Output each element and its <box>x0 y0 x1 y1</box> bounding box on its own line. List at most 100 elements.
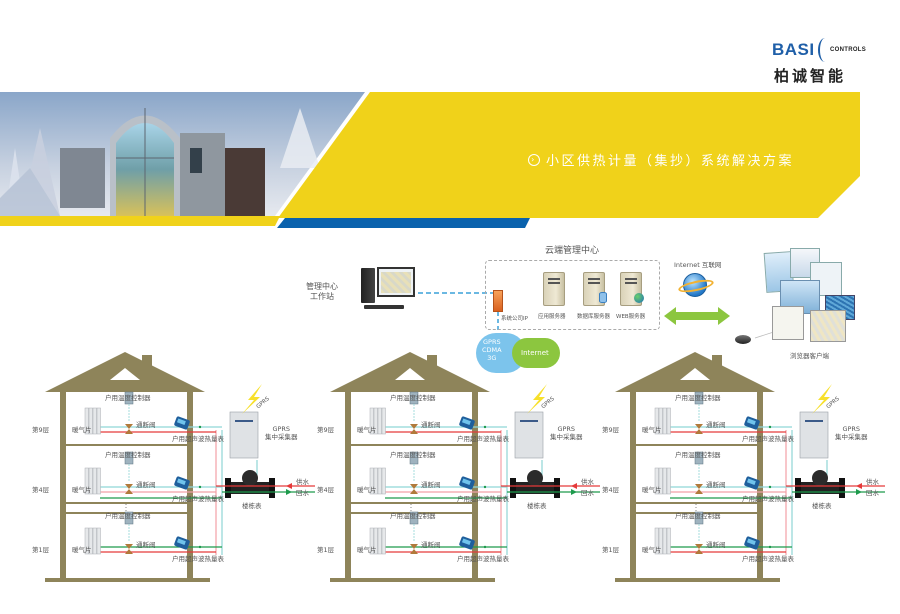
collector-label-line2: 集中采集器 <box>550 433 583 442</box>
building-meter-label: 楼栋表 <box>527 502 547 510</box>
heat-meter-label: 户用超声波热量表 <box>457 555 509 563</box>
internet-cloud <box>512 338 560 368</box>
internet-label: Internet 互联网 <box>674 261 722 269</box>
chimney <box>142 355 152 373</box>
on-off-valve-icon <box>125 424 133 434</box>
banner-graphic <box>0 92 860 228</box>
heat-meter-icon <box>744 536 760 550</box>
banner-yellow-stripe-left <box>0 216 280 226</box>
flow-arrow-icon <box>571 483 577 489</box>
heat-meter-icon <box>174 536 190 550</box>
floor-1-pipes <box>84 391 222 435</box>
flow-arrow-icon <box>856 483 862 489</box>
chevron-right-circle-icon: › <box>528 153 540 166</box>
collector-label-line2: 集中采集器 <box>265 433 298 442</box>
valve-label: 通断阀 <box>136 541 156 549</box>
cloud-data-center-box <box>485 260 660 330</box>
floor-label: 第1层 <box>317 546 335 554</box>
heat-meter-label: 户用超声波热量表 <box>172 495 224 503</box>
building-meter-label: 楼栋表 <box>242 502 262 510</box>
browser-client-label: 浏览器客户端 <box>790 352 829 360</box>
floor-3-pipes <box>84 511 222 555</box>
database-icon <box>599 292 607 303</box>
flow-arrow-icon <box>286 483 292 489</box>
temperature-controller-label: 户用温度控制器 <box>390 394 436 402</box>
building-heat-meter-icon <box>510 470 560 498</box>
radiator-icon <box>369 527 386 555</box>
radiator-icon <box>654 527 671 555</box>
floor-divider <box>351 444 472 446</box>
radiator-label: 暖气片 <box>642 486 662 494</box>
radiator-label: 暖气片 <box>642 426 662 434</box>
snowy-trees <box>0 108 320 216</box>
valve-label: 通断阀 <box>706 481 726 489</box>
flow-arrow-icon <box>856 489 862 495</box>
gprs-collector-cabinet-icon <box>229 411 259 459</box>
radiator-icon <box>369 467 386 495</box>
cloud-cdma-label: CDMA <box>482 346 502 355</box>
supply-water-label: 供水 <box>866 478 879 486</box>
cloud-gprs-label: GPRS <box>483 338 501 346</box>
floor-divider <box>66 502 187 504</box>
chimney <box>427 355 437 373</box>
valve-label: 通断阀 <box>136 421 156 429</box>
radiator-label: 暖气片 <box>357 486 377 494</box>
database-server-icon <box>583 272 607 306</box>
banner-blue-stripe <box>277 218 530 228</box>
heat-meter-icon <box>174 476 190 490</box>
logo-brand-text: BASI <box>772 40 815 59</box>
flow-arrow-icon <box>571 489 577 495</box>
on-off-valve-icon <box>125 544 133 554</box>
floor-label: 第4层 <box>317 486 335 494</box>
radiator-label: 暖气片 <box>642 546 662 554</box>
wireless-signal-lightning-icon <box>812 384 832 414</box>
radiator-label: 暖气片 <box>72 486 92 494</box>
valve-label: 通断阀 <box>136 481 156 489</box>
heat-meter-label: 户用超声波热量表 <box>742 435 794 443</box>
temperature-controller-label: 户用温度控制器 <box>105 512 151 520</box>
radiator-icon <box>84 407 101 435</box>
collector-label-line1: GPRS <box>557 425 576 433</box>
on-off-valve-icon <box>410 544 418 554</box>
on-off-valve-icon <box>695 424 703 434</box>
gprs-collector-cabinet-icon <box>799 411 829 459</box>
house-outline <box>330 352 495 582</box>
on-off-valve-icon <box>125 484 133 494</box>
ground <box>330 578 495 582</box>
mobile-network-labels: GPRS CDMA 3G <box>482 338 502 362</box>
collector-label-line2: 集中采集器 <box>835 433 868 442</box>
workstation-label-line2: 工作站 <box>310 292 334 302</box>
wall-left <box>630 392 636 580</box>
wireless-signal-lightning-icon <box>527 384 547 414</box>
radiator-label: 暖气片 <box>357 426 377 434</box>
return-water-label: 回水 <box>296 489 309 497</box>
globe-icon <box>634 293 644 303</box>
header-banner: › 小区供热计量（集抄）系统解决方案 <box>0 88 900 238</box>
ground <box>45 578 210 582</box>
logo-controls-text: CONTROLS <box>830 47 867 53</box>
monitor-icon <box>377 267 415 297</box>
floor-label: 第4层 <box>602 486 620 494</box>
banner-title-text: 小区供热计量（集抄）系统解决方案 <box>546 154 795 169</box>
heat-meter-label: 户用超声波热量表 <box>457 435 509 443</box>
keyboard-icon <box>364 305 404 309</box>
floor-1-pipes <box>654 391 792 435</box>
on-off-valve-icon <box>695 484 703 494</box>
floor-label: 第9层 <box>317 426 335 434</box>
company-logo: BASI CONTROLS 柏诚智能 <box>772 38 892 88</box>
heat-meter-label: 户用超声波热量表 <box>457 495 509 503</box>
banner-title: › 小区供热计量（集抄）系统解决方案 <box>528 150 794 169</box>
heat-meter-label: 户用超声波热量表 <box>742 495 794 503</box>
radiator-icon <box>369 407 386 435</box>
floor-divider <box>351 502 472 504</box>
workstation-label: 管理中心 工作站 <box>306 282 338 303</box>
wall-left <box>345 392 351 580</box>
heat-meter-label: 户用超声波热量表 <box>172 435 224 443</box>
wall-right <box>757 392 763 580</box>
chimney <box>712 355 722 373</box>
radiator-icon <box>84 467 101 495</box>
